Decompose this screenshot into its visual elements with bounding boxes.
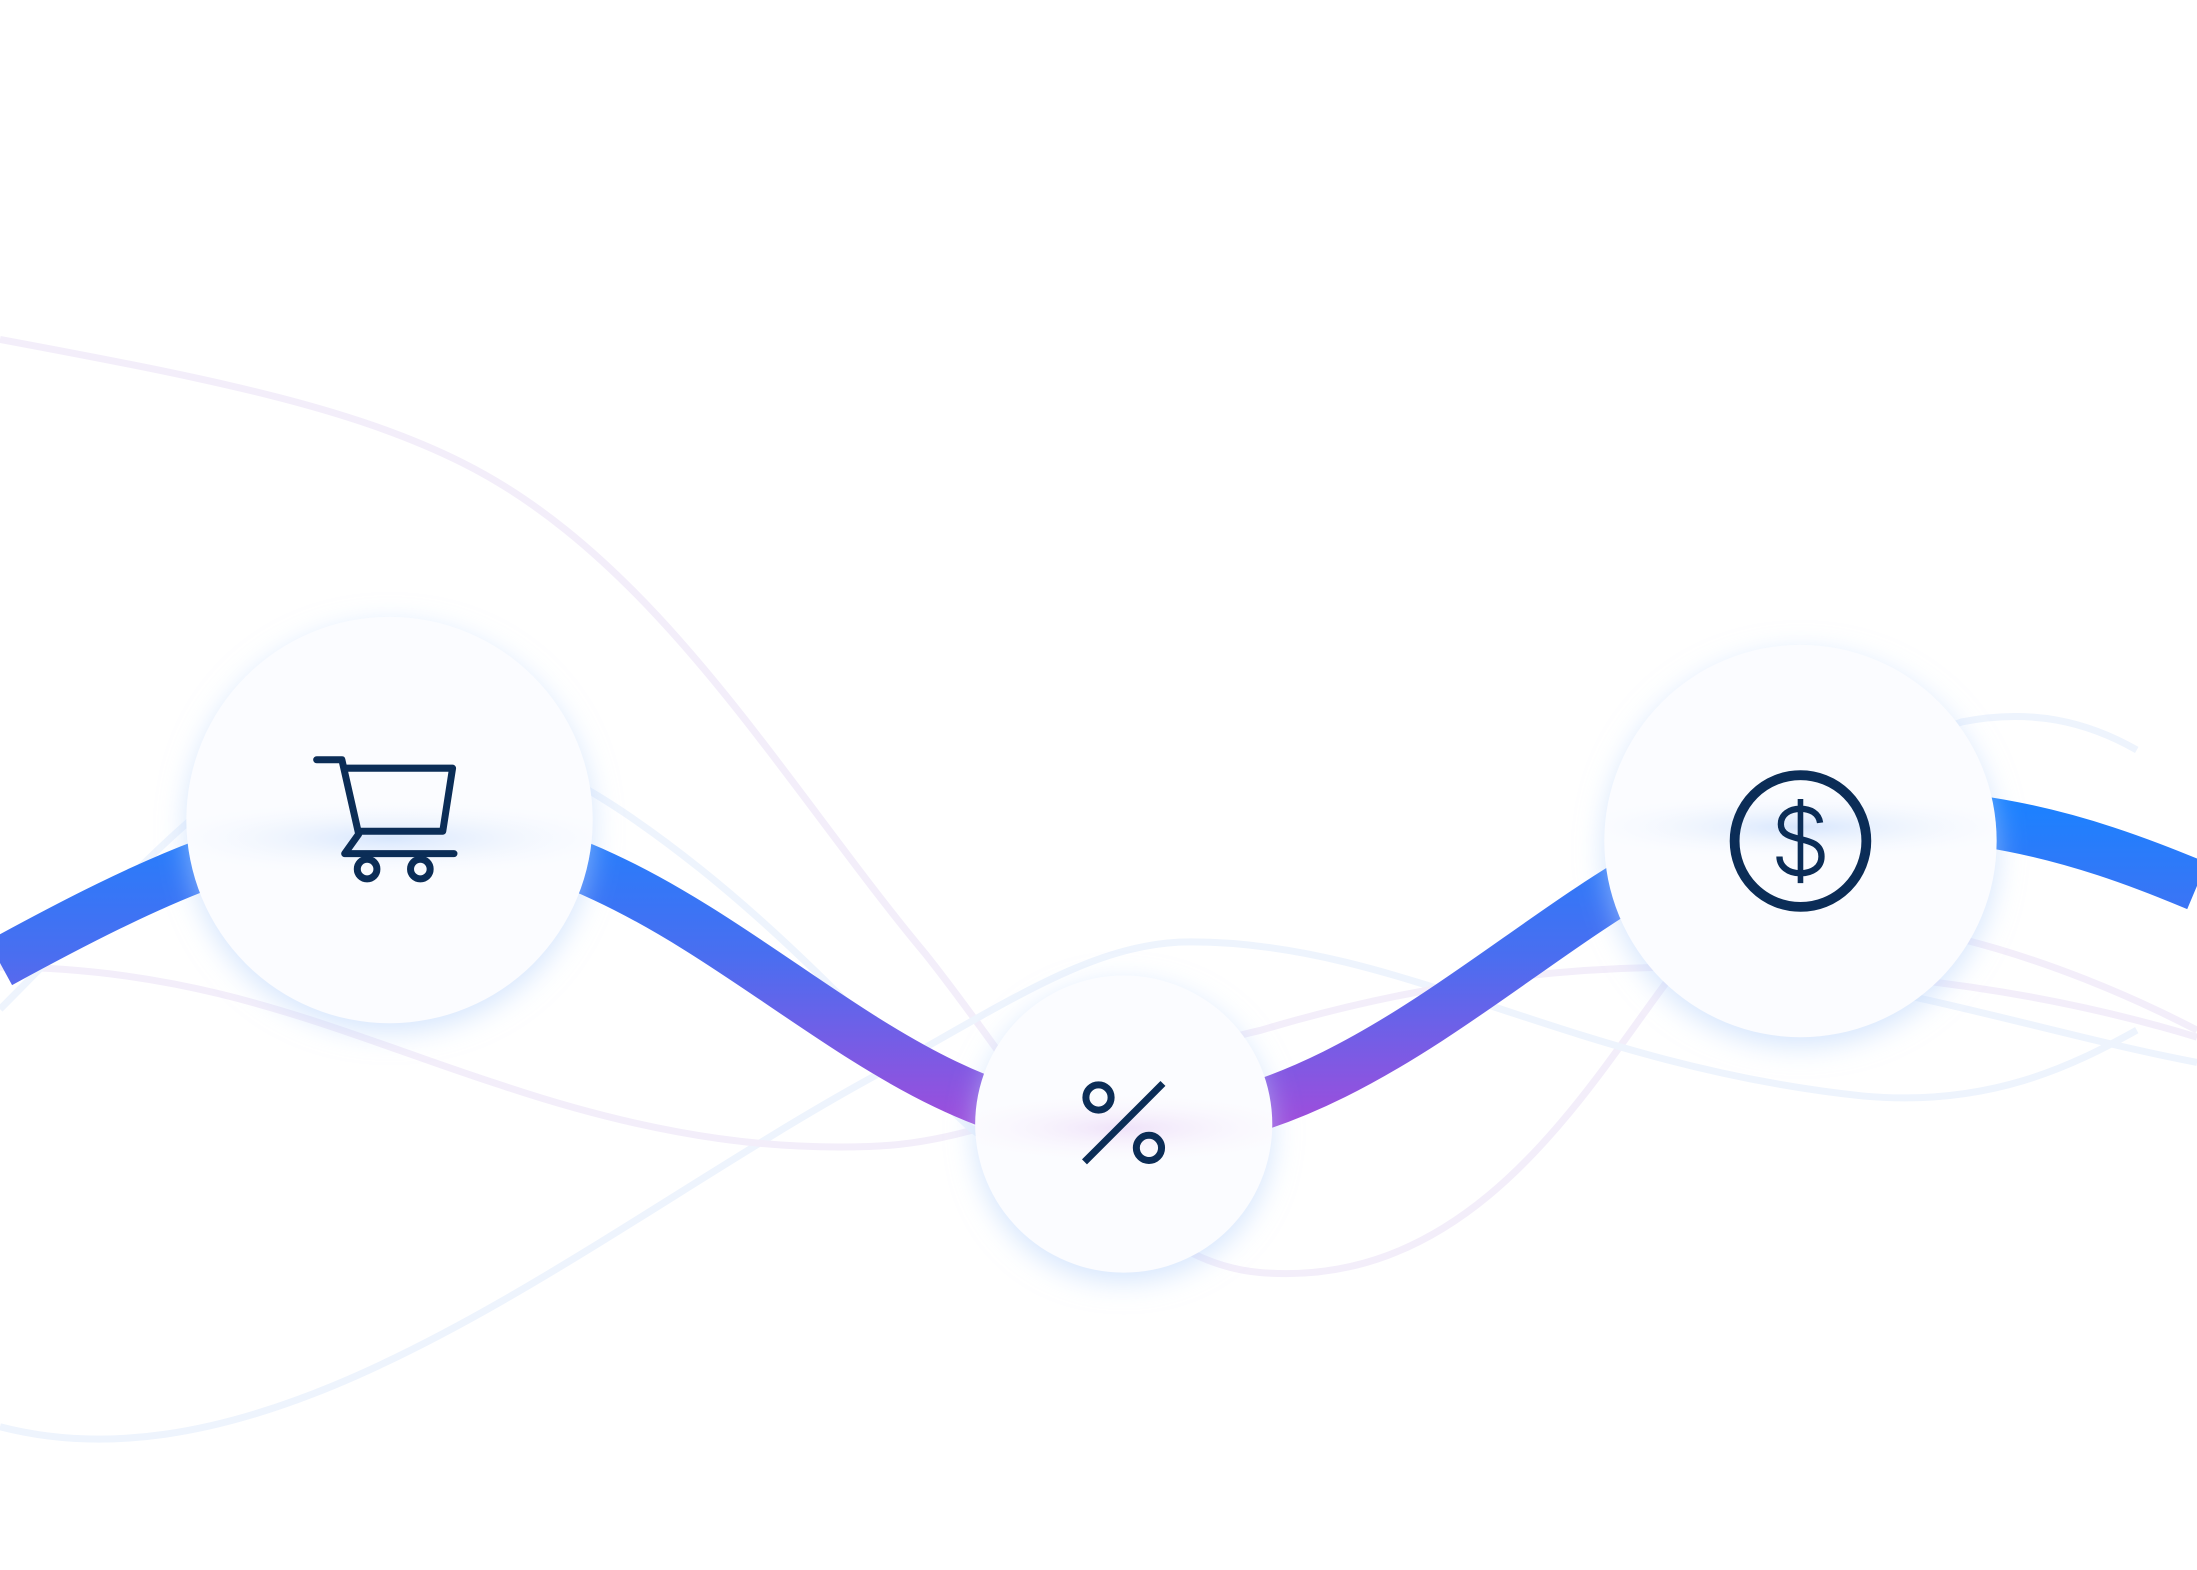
dollar-coin-icon [1729, 770, 1872, 912]
node-dollar [1604, 644, 1997, 1038]
node-percent [975, 975, 1273, 1273]
faint-line [0, 938, 2139, 1443]
faint-line [1904, 991, 2197, 1066]
shopping-cart-icon [313, 756, 458, 883]
node-glow-band [975, 1089, 1273, 1168]
node-cart [186, 616, 593, 1024]
node-glow-band [186, 796, 593, 881]
faint-line [1960, 935, 2197, 1034]
faint-line [0, 335, 1671, 1278]
percent-icon [1082, 1080, 1166, 1165]
